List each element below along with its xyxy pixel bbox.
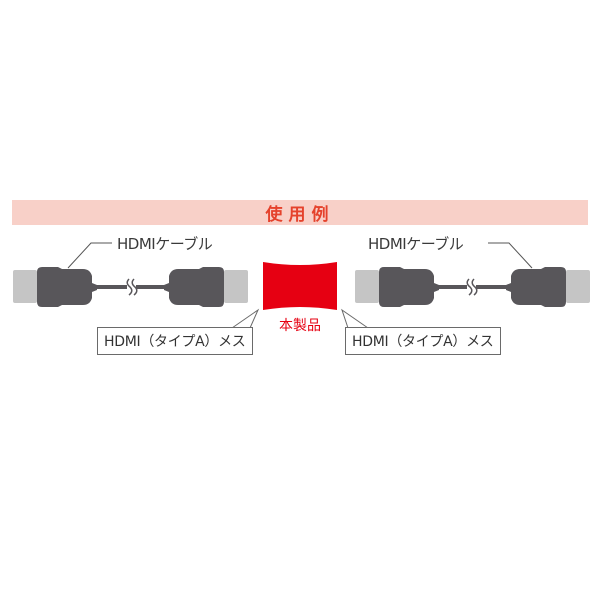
product-coupler-icon	[263, 262, 337, 310]
left-callout: HDMI（タイプA）メス	[97, 327, 253, 355]
right-callout: HDMI（タイプA）メス	[345, 327, 501, 355]
right-cable-label: HDMIケーブル	[368, 235, 464, 253]
left-hdmi-cable-icon	[13, 242, 248, 307]
product-label: 本製品	[279, 318, 321, 334]
header-title: 使用例	[265, 205, 335, 225]
left-cable-label: HDMIケーブル	[117, 235, 213, 253]
header-bar: 使用例	[12, 200, 588, 225]
right-hdmi-cable-icon	[355, 242, 590, 307]
